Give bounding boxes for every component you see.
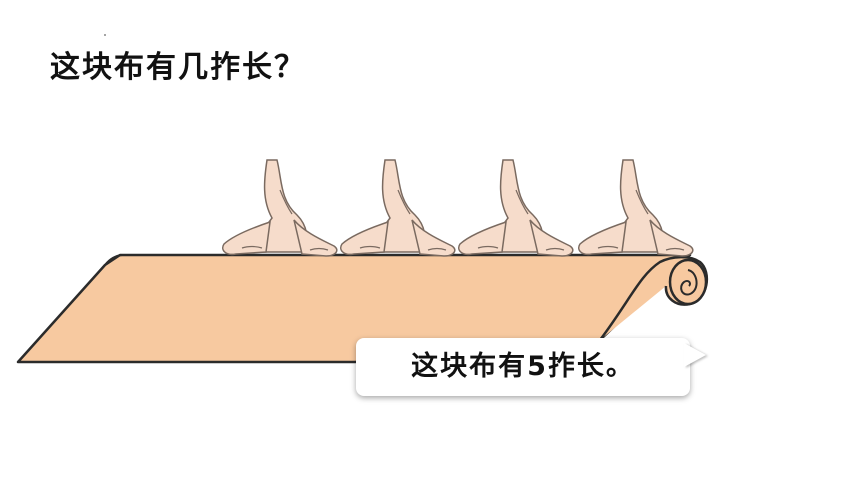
cloth-left-fold (104, 254, 123, 266)
hand-3 (457, 159, 574, 257)
question-title: 这块布有几拃长？ (50, 50, 306, 85)
cloth-roll (598, 255, 709, 341)
decorative-dot (104, 34, 106, 36)
hand-1 (221, 159, 338, 257)
answer-bubble-text: 这块布有5拃长。 (411, 351, 635, 382)
answer-bubble-tail (684, 343, 706, 367)
hand-2 (339, 159, 456, 257)
answer-bubble (356, 338, 690, 396)
hand-4 (577, 159, 694, 257)
